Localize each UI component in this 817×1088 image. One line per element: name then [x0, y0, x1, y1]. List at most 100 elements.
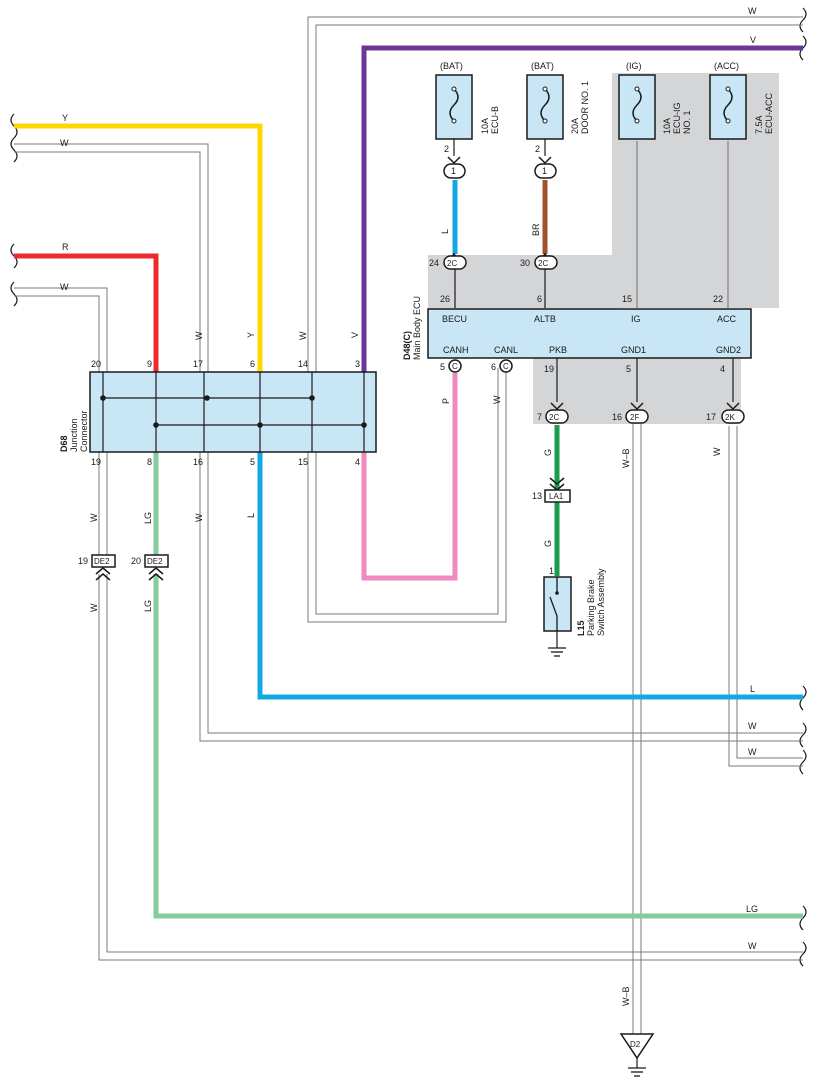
wire-label: W: [194, 331, 204, 340]
ecu-pin-altb-num: 6: [537, 294, 542, 304]
main-body-ecu: D48(C) Main Body ECU 26 6 15 22 BECU ALT…: [402, 294, 752, 360]
wire-label: W: [298, 331, 308, 340]
connector-label: 2C: [447, 259, 457, 268]
fuse-source-label: (IG): [626, 61, 642, 71]
ecu-pin-gnd1-num: 5: [626, 364, 631, 374]
wire-label-g: G: [543, 540, 553, 547]
wire-label-p: P: [441, 398, 451, 404]
junction-name-2: Connector: [79, 410, 89, 452]
ecu-pin-altb-label: ALTB: [534, 314, 556, 324]
junction-id: D68: [59, 435, 69, 452]
fuse-amp-label: 20A: [570, 118, 580, 134]
fuse-pin: 2: [535, 144, 540, 154]
connector-pin: 6: [491, 362, 496, 372]
ecu-pin-canl-label: CANL: [494, 345, 518, 355]
connector-pin: 17: [706, 412, 716, 422]
connector-pin: 24: [429, 258, 439, 268]
ecu-pin-pkb-num: 19: [544, 364, 554, 374]
wire-label-wb: W–B: [621, 448, 631, 468]
left-wire-label-w2: W: [60, 282, 69, 292]
junction-pin: 19: [91, 457, 101, 467]
fuse-pin: 2: [444, 144, 449, 154]
ecu-pin-gnd1-label: GND1: [621, 345, 646, 355]
colored-wires: [14, 45, 803, 919]
fuse-amp-label: 7.5A: [754, 115, 764, 134]
wire-label-br: BR: [531, 223, 541, 236]
fuse-door-no1: (BAT) 20A DOOR NO. 1 2: [526, 61, 590, 156]
right-wire-label-lg: LG: [746, 904, 758, 914]
ecu-output-connectors: 19 5 4 2C 7 2F 16 2K 17 G W–B W: [537, 358, 745, 468]
ecu-pin-acc-num: 22: [713, 294, 723, 304]
white-wires: [14, 16, 803, 1034]
junction-connector-d68: D68 Junction Connector 20 9 17 6 14 3 19…: [59, 331, 377, 524]
wire-label: V: [350, 332, 360, 338]
junction-pin: 8: [147, 457, 152, 467]
ecu-pin-gnd2-num: 4: [720, 364, 725, 374]
fuse-amp-label: 10A: [662, 118, 672, 134]
ecu-pin-pkb-label: PKB: [549, 345, 567, 355]
left-wire-label-w1: W: [60, 138, 69, 148]
junction-pin: 3: [355, 359, 360, 369]
connector-pin: 19: [78, 556, 88, 566]
fuse-name-label: ECU-B: [490, 106, 500, 134]
fuse-ecu-ig-no1: (IG) 10A ECU-IG NO. 1: [618, 61, 692, 140]
junction-pin: 20: [91, 359, 101, 369]
can-connectors: C 5 C 6 P W: [440, 359, 513, 404]
wire-label: LG: [143, 512, 153, 524]
fuse-name-label: DOOR NO. 1: [580, 81, 590, 134]
connector-pin: 20: [131, 556, 141, 566]
fuse-source-label: (ACC): [714, 61, 739, 71]
connector-label: DE2: [147, 557, 163, 566]
left-wire-label-y: Y: [62, 113, 68, 123]
de2-connectors: DE2 19 DE2 20 W LG: [78, 554, 169, 612]
left-wire-label-r: R: [62, 242, 69, 252]
fuse-amp-label: 10A: [480, 118, 490, 134]
ecu-id: D48(C): [402, 331, 412, 360]
connector-label: 2K: [725, 413, 735, 422]
fuse-name-label-2: NO. 1: [682, 110, 692, 134]
wire-label: LG: [143, 600, 153, 612]
connector-label: 1: [451, 166, 456, 176]
right-wire-label-w-b: W: [748, 747, 757, 757]
connector-pin: 7: [537, 412, 542, 422]
right-wire-label-v: V: [750, 35, 756, 45]
fuse-source-label: (BAT): [531, 61, 554, 71]
junction-pin: 5: [250, 457, 255, 467]
ecu-input-connectors: 2C 24 2C 30: [429, 252, 558, 308]
switch-pin: 1: [549, 566, 554, 576]
right-wire-label-l: L: [750, 684, 755, 694]
connector-label: DE2: [94, 557, 110, 566]
la1-connector: LA1 13 G: [532, 477, 571, 547]
connector-pin: 30: [520, 258, 530, 268]
junction-pin: 6: [250, 359, 255, 369]
wire-label-w: W: [492, 395, 502, 404]
switch-name-2: Switch Assembly: [596, 568, 606, 636]
right-wire-label-w-bottom: W: [748, 941, 757, 951]
junction-name-1: Junction: [69, 418, 79, 452]
junction-pin: 14: [298, 359, 308, 369]
wire-label: W: [89, 513, 99, 522]
wire-label-l: L: [440, 229, 450, 234]
ecu-pin-ig-label: IG: [631, 314, 641, 324]
junction-pin: 15: [298, 457, 308, 467]
fuse-ecu-acc: (ACC) 7.5A ECU-ACC: [709, 61, 774, 140]
connector-pin: 16: [612, 412, 622, 422]
parking-brake-switch: 1 L15 Parking Brake Switch Assembly: [543, 566, 606, 657]
connector-label: 2C: [549, 413, 559, 422]
ecu-pin-gnd2-label: GND2: [716, 345, 741, 355]
ecu-pin-becu-num: 26: [440, 294, 450, 304]
ecu-pin-ig-num: 15: [622, 294, 632, 304]
wire-label-wb-bottom: W–B: [621, 986, 631, 1006]
wire-label: W: [89, 603, 99, 612]
ground-d2: D2 W–B: [619, 986, 655, 1077]
ecu-pin-canh-label: CANH: [443, 345, 469, 355]
junction-pin: 16: [193, 457, 203, 467]
wire-label-g: G: [543, 449, 553, 456]
switch-name-1: Parking Brake: [586, 579, 596, 636]
connector-label: LA1: [549, 492, 564, 501]
switch-id: L15: [576, 620, 586, 636]
connector-label: C: [452, 362, 458, 371]
fuse-output-connectors: [447, 156, 552, 165]
wire-label: W: [194, 513, 204, 522]
